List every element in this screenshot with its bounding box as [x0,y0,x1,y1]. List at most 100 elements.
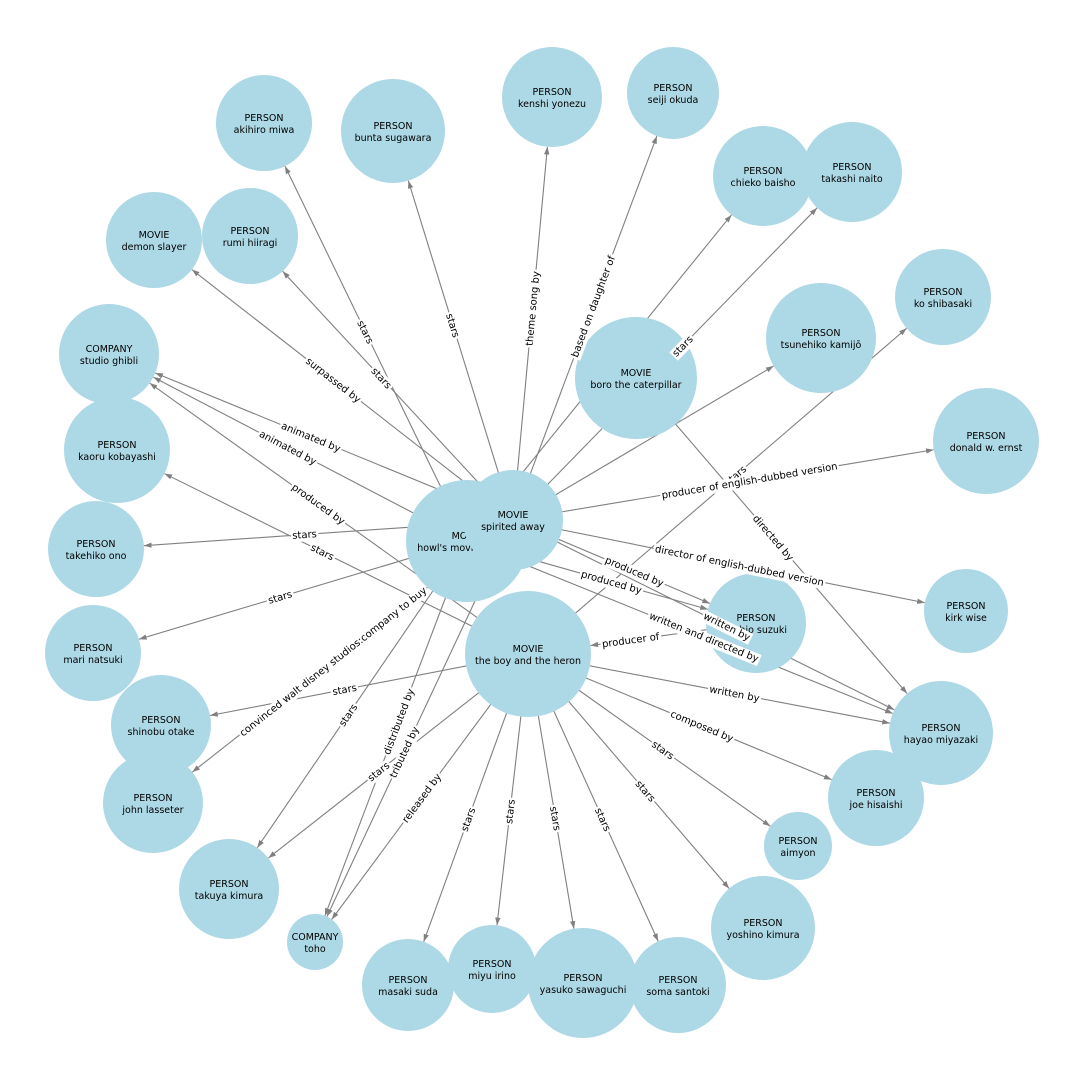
edge-label-stars: stars [503,797,519,827]
edge-label-background [578,568,645,598]
edge-label-background [503,797,519,827]
edge-label-produced-by: produced by [287,480,349,529]
edge-label-background [568,252,620,361]
edge-label-written-by: written by [706,683,762,706]
node-name-label: yasuko sawaguchi [540,985,627,996]
edge-label-stars: stars [647,737,678,764]
edge-label-background [659,460,840,503]
edge-label-theme-song-by: theme song by [523,269,544,348]
node-name-label: studio ghibli [80,356,138,367]
edge-label-composed-by: composed by [666,707,737,746]
node-type-label: PERSON [142,715,181,726]
node-circle [287,914,343,970]
node-circle [630,937,726,1033]
edge-label-background [442,310,462,341]
node-circle [802,122,902,222]
edge-label-background [336,700,362,731]
node-name-label: soma santoki [646,987,709,998]
edge-label-text: producer of [601,632,660,651]
node-name-label: takuya kimura [195,891,263,902]
edge-label-text: stars [460,806,479,833]
edge-label-stars: stars [442,310,462,341]
edge-label-directed-by: directed by [748,511,797,565]
node-type-label: MOVIE [139,230,170,241]
node-name-label: demon slayer [122,242,187,253]
node-circle [216,75,312,171]
node-name-label: mari natsuki [63,655,122,666]
node-type-label: MOVIE [513,644,544,655]
edge-label-text: stars [292,529,317,542]
node-type-label: PERSON [533,87,572,98]
node-type-label: PERSON [74,643,113,654]
edge-label-text: producer of english-dubbed version [661,461,838,501]
node-circle [202,188,298,284]
node-circle [106,192,202,288]
edge-label-text: stars [592,806,612,833]
node-type-label: PERSON [564,973,603,984]
edge-label-background [301,354,365,407]
edge-label-stars: stars [307,541,338,565]
node-name-label: toho [304,944,326,955]
node-circle [627,47,719,139]
edge-label-text: written by [708,684,760,704]
edge-label-surpassed-by: surpassed by [301,354,365,407]
node-circle [362,939,454,1031]
node-circle [45,605,141,701]
node-circle [502,47,602,147]
edge-label-text: stars [504,799,518,825]
node-type-label: PERSON [922,723,961,734]
edge-label-stars: stars [290,528,319,543]
edge-label-stars: stars [458,804,480,835]
edge-label-background [353,317,377,348]
node-type-label: COMPANY [86,344,133,355]
node-type-label: PERSON [389,975,428,986]
node-circle [48,501,144,597]
edge-label-text: released by [401,772,445,825]
node-type-label: PERSON [245,113,284,124]
node-type-label: PERSON [659,975,698,986]
node-circle [59,304,159,404]
edge-label-background [669,332,698,361]
edge-label-background [645,609,762,667]
node-circle [575,317,697,439]
node-circle [764,812,832,880]
node-name-label: shinobu otake [128,727,195,738]
node-type-label: PERSON [744,918,783,929]
edge-label-background [290,528,319,543]
edge-label-stars: stars [353,317,377,348]
node-name-label: kenshi yonezu [518,99,586,110]
edge-label-text: composed by [669,709,735,745]
edge-label-background [287,480,349,529]
edge-label-background [236,584,431,741]
edge-label-background [523,269,544,348]
edge-label-released-by: released by [399,770,446,827]
node-type-label: PERSON [967,431,1006,442]
node-circle [766,283,876,393]
node-name-label: chieko baisho [731,178,796,189]
edge-label-stars: stars [546,804,563,834]
node-type-label: PERSON [857,788,896,799]
edge-label-background [647,737,678,764]
